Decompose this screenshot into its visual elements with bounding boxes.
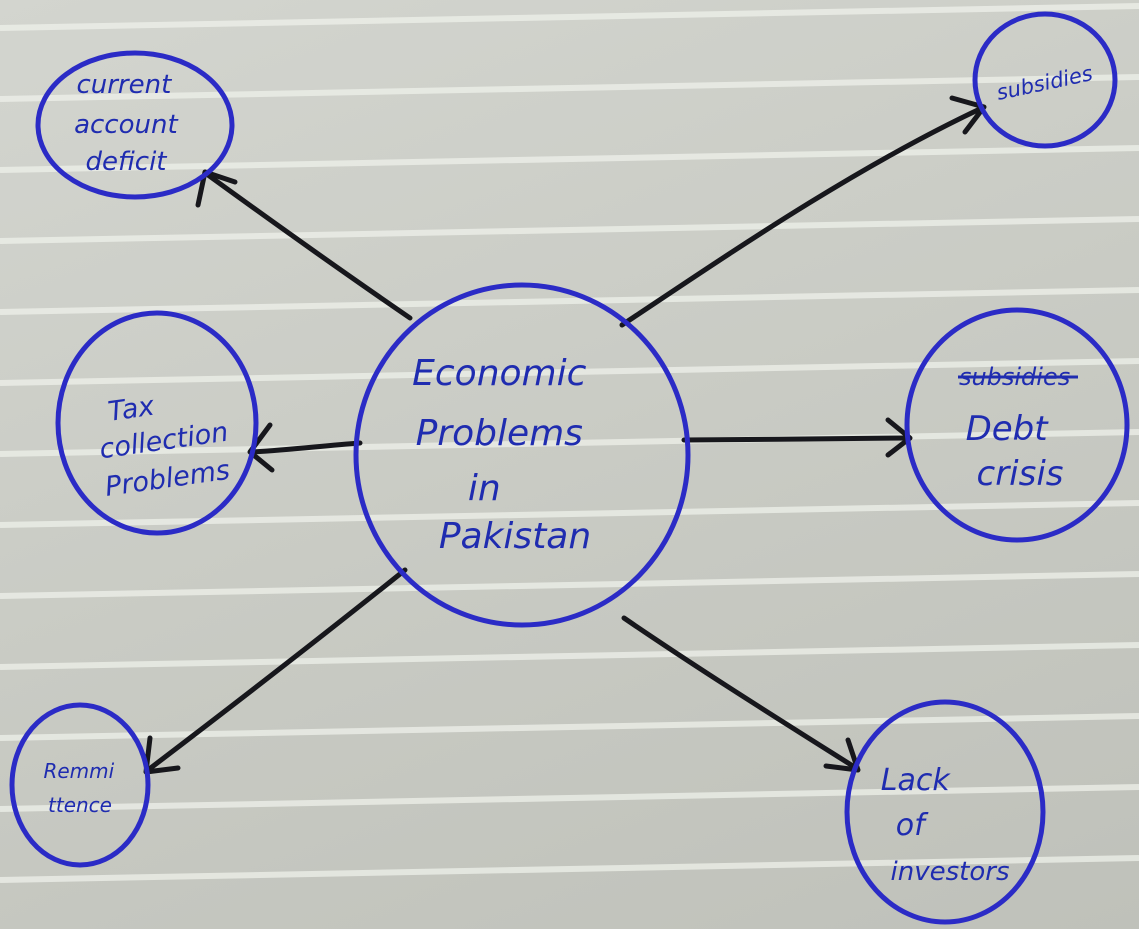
arrow-to-tax-collection (249, 440, 363, 455)
label-debt-crisis: subsidies Debt crisis (959, 354, 1081, 494)
arrow-to-lack-of-investors (621, 615, 859, 771)
ruled-line-2 (0, 145, 1139, 173)
circle-subsidies (972, 11, 1118, 149)
ruled-line-1 (0, 74, 1139, 102)
arrow-to-current-account-deficit (205, 172, 413, 321)
center-label: Economic Problems in Pakistan (412, 353, 598, 557)
ruled-line-10 (0, 713, 1139, 741)
circle-current-account-deficit (35, 50, 235, 200)
ruled-line-5 (0, 358, 1139, 386)
arrow-to-debt-crisis (681, 435, 911, 443)
center-circle (353, 282, 691, 628)
ruled-line-8 (0, 571, 1139, 599)
label-remittance: Remmi ttence (43, 759, 120, 817)
arrowhead-subsidies (949, 95, 987, 135)
ruled-line-11 (0, 784, 1139, 812)
ruled-line-9 (0, 642, 1139, 670)
ruled-line-3 (0, 216, 1139, 244)
circle-remittance (9, 702, 151, 868)
ruled-line-0 (0, 3, 1139, 31)
ruled-line-7 (0, 500, 1139, 528)
arrowhead-lack-of-investors (823, 737, 861, 773)
circle-lack-of-investors (844, 699, 1046, 925)
arrow-to-remittance (145, 567, 408, 773)
label-tax-collection: Tax collection Problems (93, 380, 244, 503)
ruled-line-4 (0, 287, 1139, 315)
label-subsidies: subsidies (994, 61, 1094, 105)
circle-debt-crisis (904, 307, 1130, 543)
label-current-account-deficit: current account deficit (74, 70, 186, 177)
ruled-line-6 (0, 429, 1139, 457)
arrow-to-subsidies (619, 105, 985, 328)
circles (9, 11, 1130, 925)
arrows (143, 95, 987, 775)
label-lack-of-investors: Lack of investors (881, 763, 1010, 887)
circle-tax-collection (55, 310, 259, 536)
ruled-line-12 (0, 855, 1139, 883)
